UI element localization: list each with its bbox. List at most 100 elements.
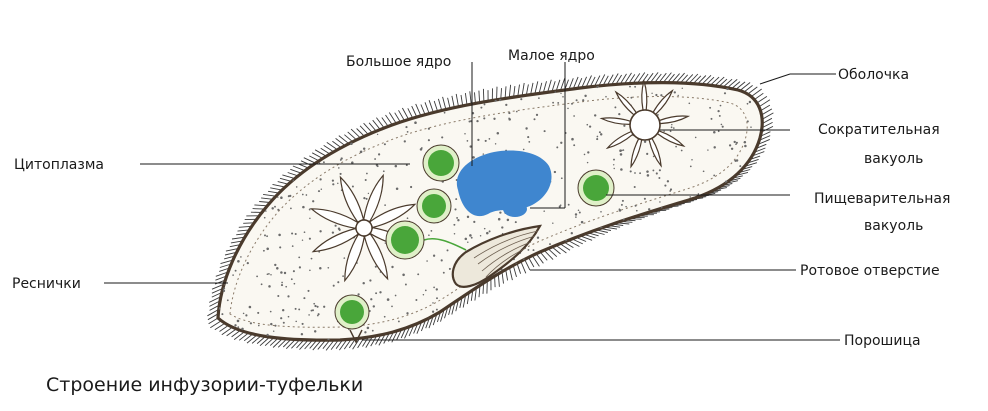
granule xyxy=(608,247,610,249)
granule xyxy=(258,325,260,327)
granule xyxy=(713,131,716,134)
granule xyxy=(425,290,427,292)
granule xyxy=(302,194,304,196)
granule xyxy=(644,140,646,142)
label-cilia: Реснички xyxy=(12,276,81,292)
granule xyxy=(600,211,602,213)
cilium xyxy=(399,110,405,120)
granule xyxy=(538,284,540,286)
granule xyxy=(396,87,397,88)
label-contractile-vacuole-1: Сократительная xyxy=(818,122,940,138)
granule xyxy=(544,130,546,132)
micronucleus xyxy=(503,201,527,217)
granule xyxy=(241,328,244,331)
granule xyxy=(441,259,443,261)
granule xyxy=(219,279,221,281)
granule xyxy=(237,165,239,167)
granule xyxy=(266,334,268,336)
granule xyxy=(467,216,469,218)
cilium xyxy=(754,93,763,99)
granule xyxy=(638,247,640,249)
granule xyxy=(364,331,366,333)
granule xyxy=(575,216,577,218)
granule xyxy=(670,130,672,132)
granule xyxy=(280,196,283,199)
granule xyxy=(596,138,598,140)
granule xyxy=(370,298,372,300)
granule xyxy=(571,138,574,141)
granule xyxy=(337,281,339,283)
granule xyxy=(407,131,409,133)
cilium xyxy=(421,105,425,115)
granule xyxy=(317,315,319,317)
granule xyxy=(652,169,654,171)
granule xyxy=(252,190,254,192)
granule xyxy=(333,285,335,287)
granule xyxy=(292,245,294,247)
granule xyxy=(714,235,716,237)
granule xyxy=(368,193,369,194)
granule xyxy=(630,97,632,99)
granule xyxy=(283,322,285,324)
granule xyxy=(689,103,691,105)
granule xyxy=(637,255,639,257)
granule xyxy=(508,118,511,121)
granule xyxy=(758,266,760,268)
granule xyxy=(650,272,652,274)
granule xyxy=(385,119,386,120)
granule xyxy=(578,333,580,335)
granule xyxy=(372,330,374,332)
granule xyxy=(423,294,424,295)
granule xyxy=(302,206,305,209)
granule xyxy=(309,238,311,240)
granule xyxy=(291,232,293,234)
granule xyxy=(262,124,264,126)
granule xyxy=(467,325,469,327)
granule xyxy=(734,213,736,215)
granule xyxy=(444,112,446,114)
cilium xyxy=(456,94,458,107)
cilium xyxy=(438,99,441,111)
granule xyxy=(557,102,559,104)
granule xyxy=(302,119,304,121)
granule xyxy=(428,81,430,83)
granule xyxy=(309,218,310,219)
granule xyxy=(537,237,539,239)
granule xyxy=(227,136,229,138)
granule xyxy=(691,258,693,260)
granule xyxy=(230,176,232,178)
granule xyxy=(290,208,292,210)
granule xyxy=(293,130,295,132)
granule xyxy=(725,248,728,251)
granule xyxy=(606,282,608,284)
granule xyxy=(348,123,350,125)
granule xyxy=(372,122,373,123)
granule xyxy=(728,304,730,306)
granule xyxy=(312,200,314,202)
granule xyxy=(312,309,314,311)
granule xyxy=(313,101,315,103)
granule xyxy=(646,170,649,173)
granule xyxy=(625,252,627,254)
granule xyxy=(252,115,254,117)
granule xyxy=(330,130,332,132)
granule xyxy=(620,153,623,156)
granule xyxy=(524,266,526,268)
granule xyxy=(351,118,353,120)
granule xyxy=(756,82,758,84)
granule xyxy=(272,83,274,85)
granule xyxy=(499,288,501,290)
granule xyxy=(669,264,671,266)
granule xyxy=(484,228,486,230)
granule xyxy=(664,185,666,187)
granule xyxy=(428,234,430,236)
cilium xyxy=(475,92,476,103)
granule xyxy=(218,189,220,191)
granule xyxy=(752,216,754,218)
granule xyxy=(415,299,417,301)
granule xyxy=(374,158,376,160)
granule xyxy=(287,82,289,84)
granule xyxy=(298,308,300,310)
cilium xyxy=(518,85,520,97)
granule xyxy=(623,125,625,127)
